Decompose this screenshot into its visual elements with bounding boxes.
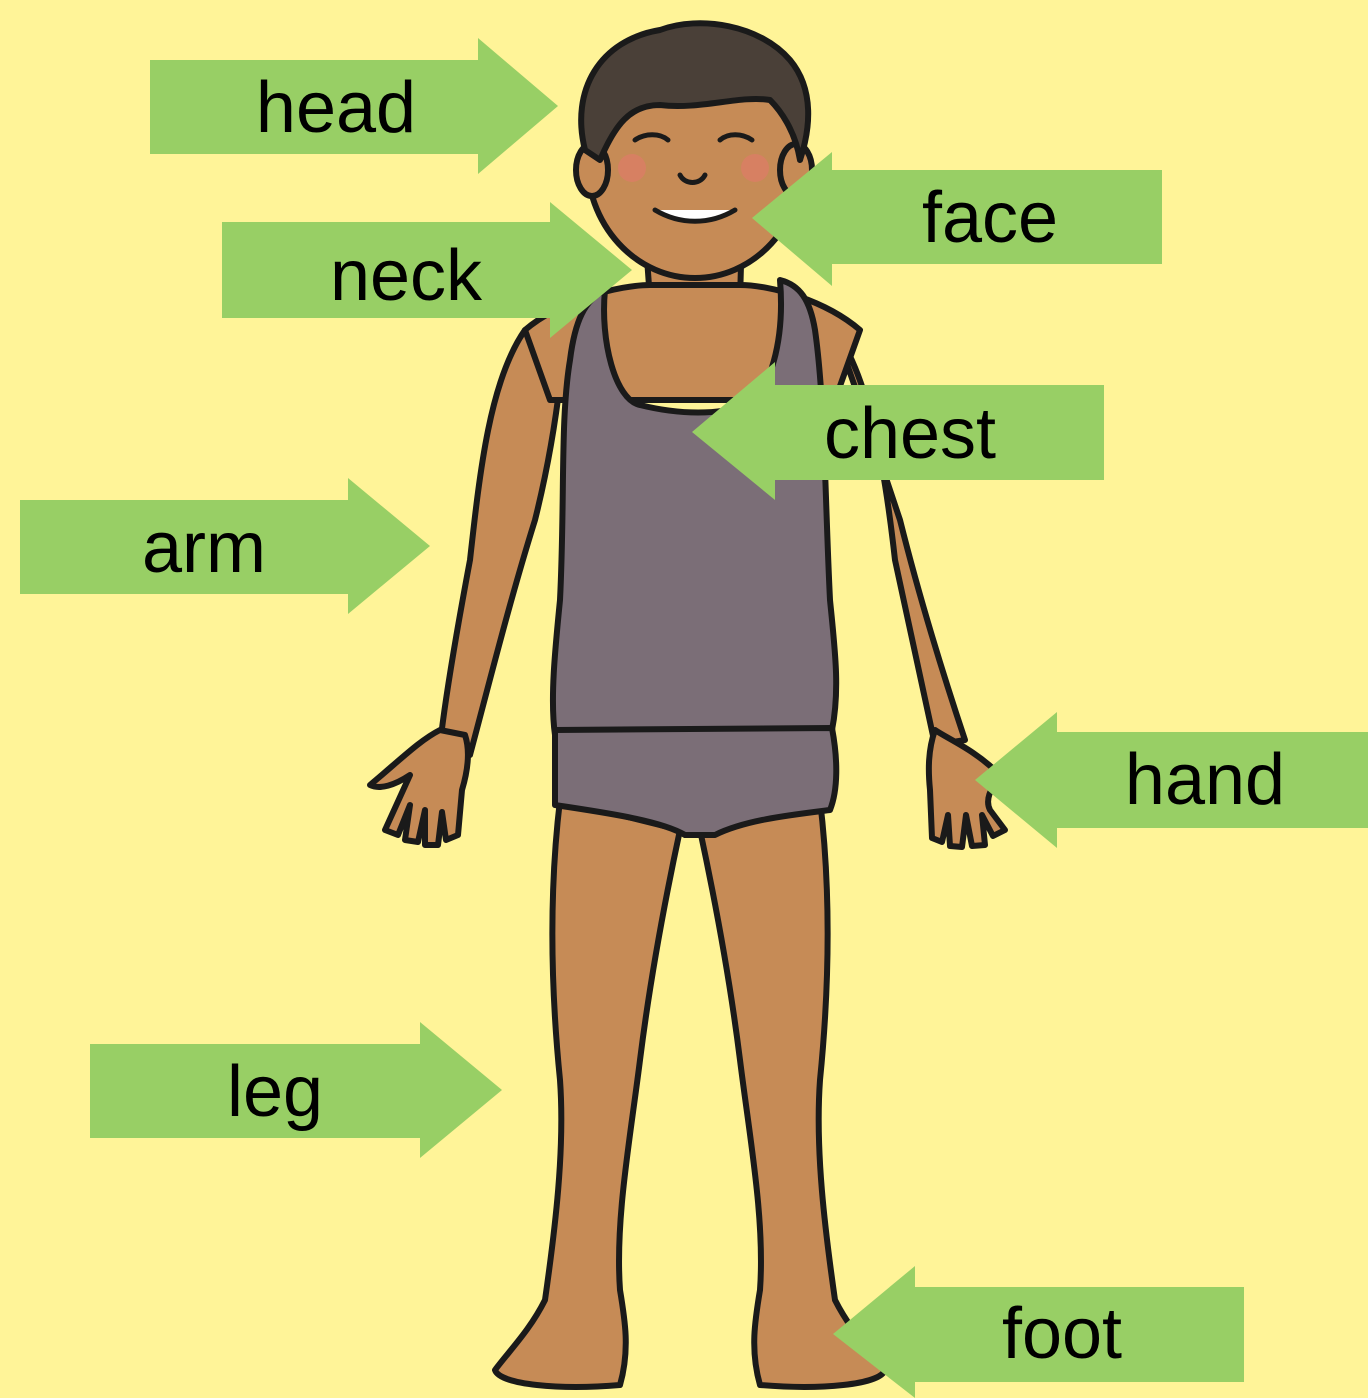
chest-arrow xyxy=(692,362,1104,500)
head-arrow xyxy=(150,38,558,174)
arm-arrow xyxy=(20,478,430,614)
neck-arrow xyxy=(222,202,632,338)
hand-arrow xyxy=(975,712,1368,848)
leg-arrow xyxy=(90,1022,502,1158)
foot-arrow xyxy=(833,1266,1244,1398)
face-arrow xyxy=(752,152,1162,286)
